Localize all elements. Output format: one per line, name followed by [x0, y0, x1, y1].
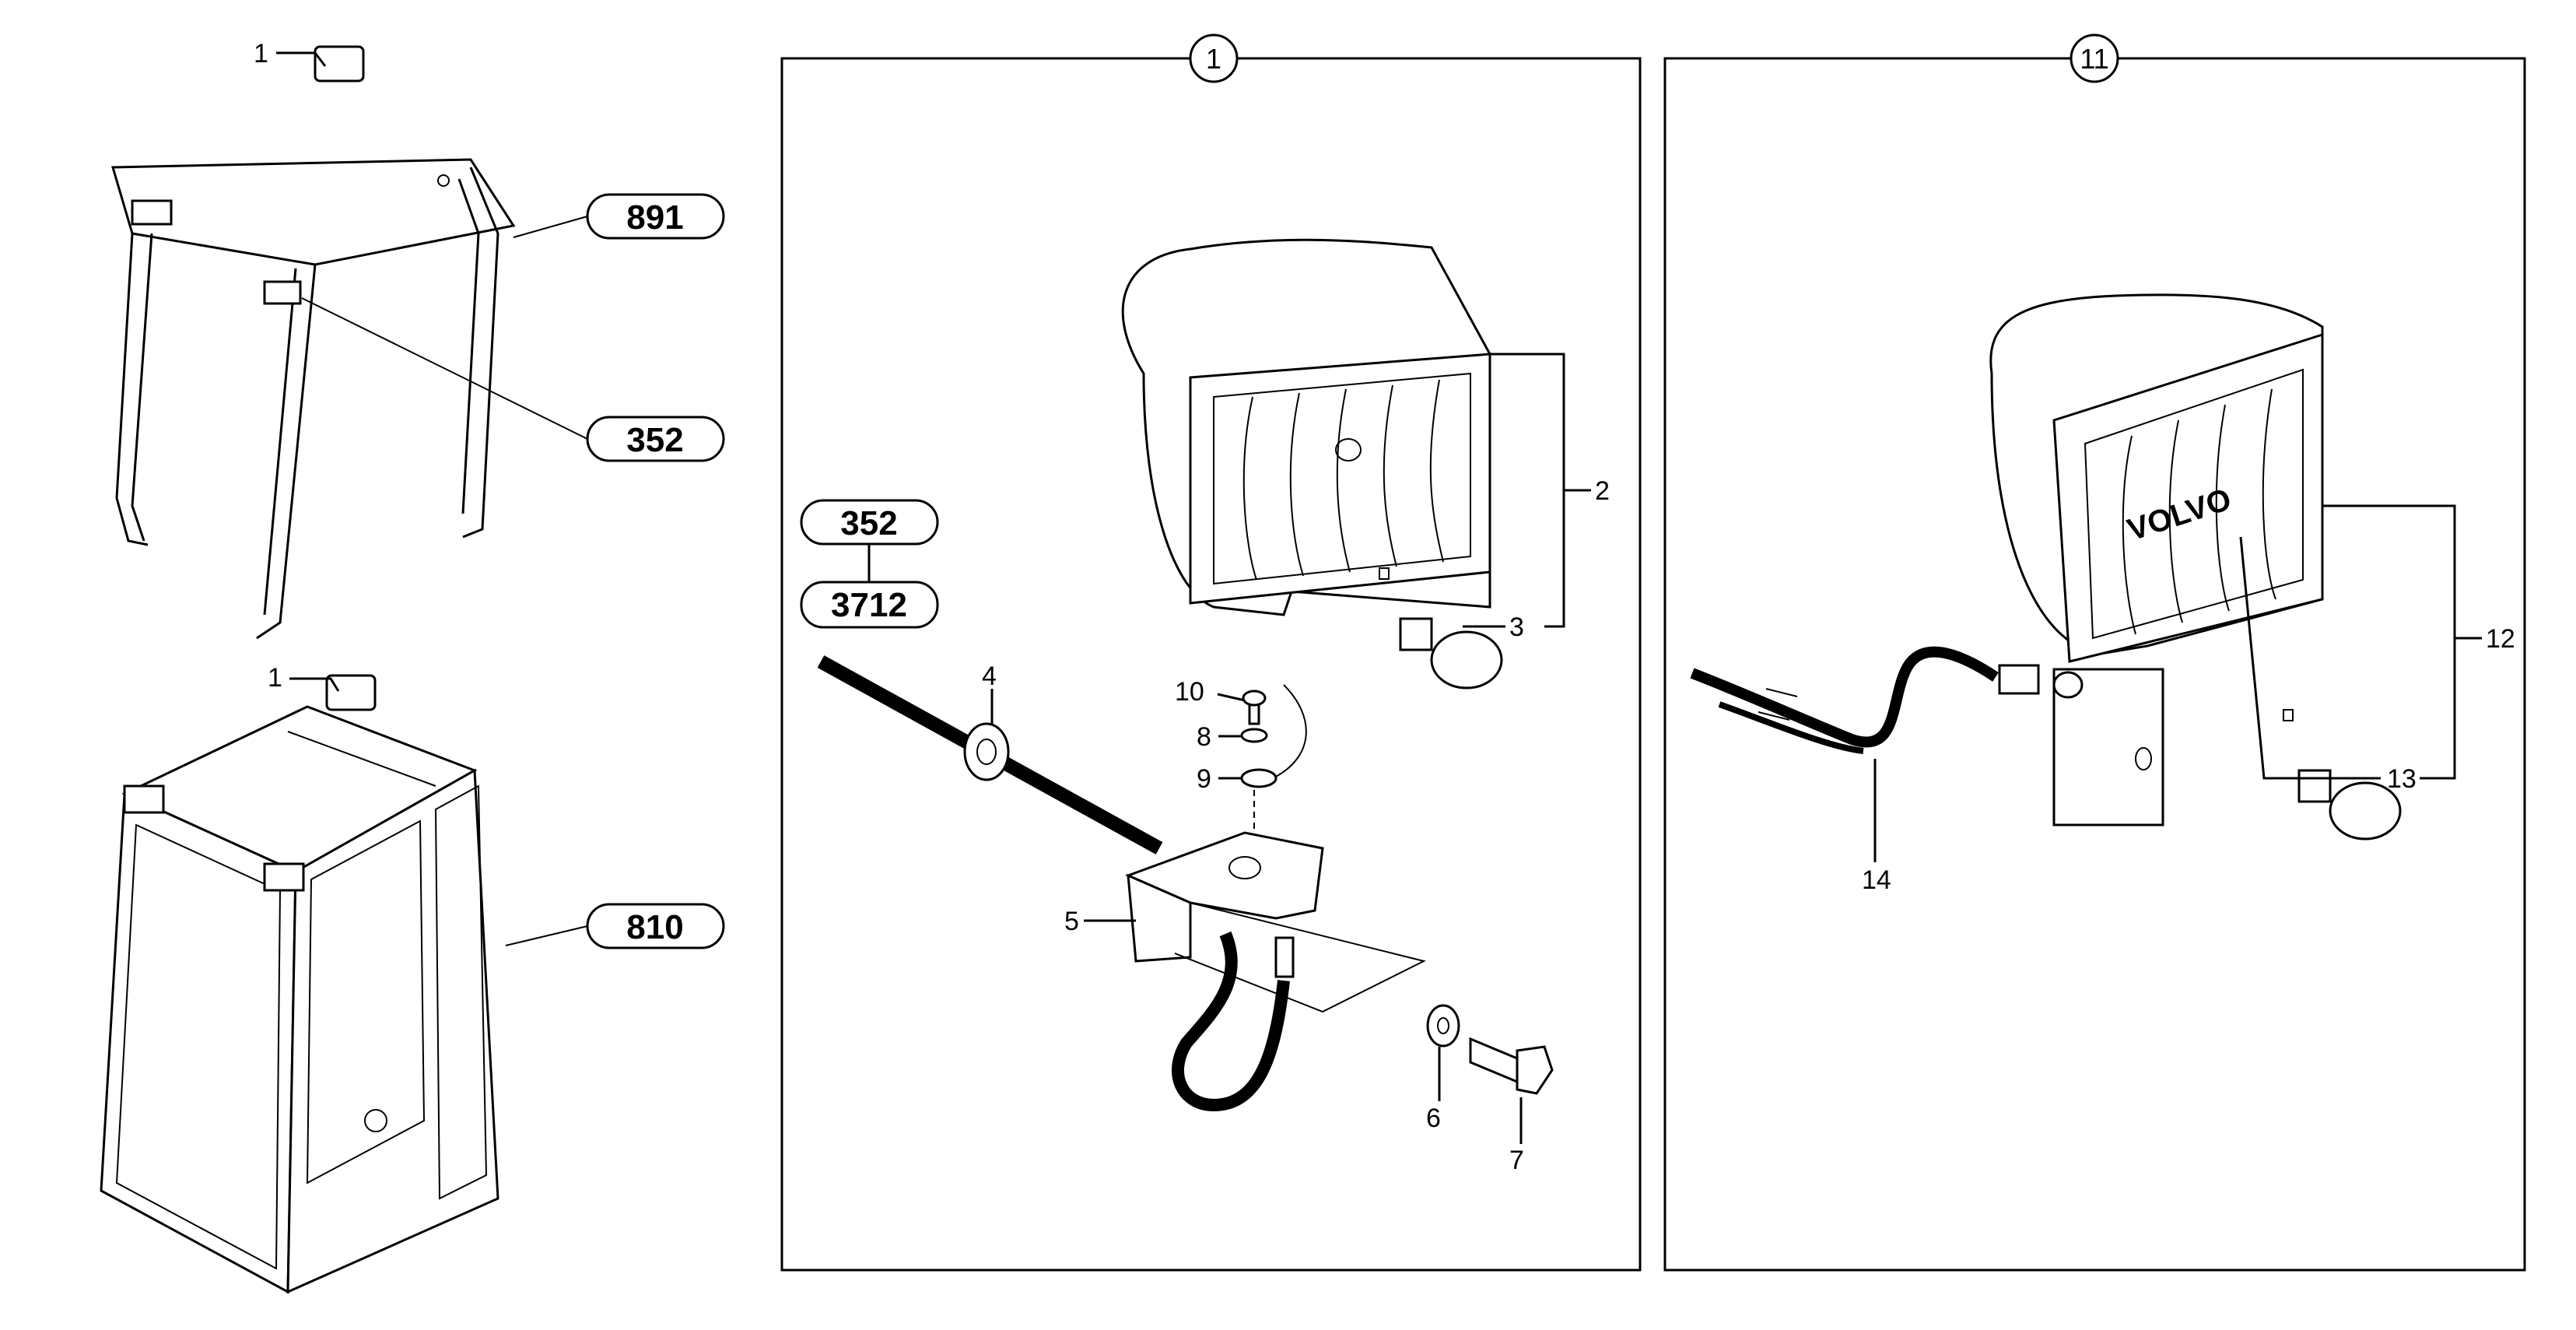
work-light-icon — [123, 784, 165, 814]
callout-7: 7 — [1509, 1146, 1524, 1175]
ref-pill-352-panel1: 352 — [800, 499, 939, 546]
callout-3: 3 — [1509, 612, 1524, 642]
rops-frame — [111, 45, 516, 640]
ref-pill-810: 810 — [586, 903, 725, 949]
callout-12: 12 — [2486, 624, 2515, 654]
ref-pill-3712: 3712 — [800, 581, 939, 629]
callout-13: 13 — [2387, 764, 2417, 794]
callout-1-top: 1 — [254, 39, 268, 68]
washer-icon — [1240, 768, 1277, 788]
svg-text:810: 810 — [626, 908, 683, 946]
callout-14: 14 — [1862, 865, 1891, 895]
panel-number-1: 1 — [1206, 43, 1221, 75]
ref-pill-891: 891 — [586, 193, 725, 240]
left-callouts: 1 1 — [254, 39, 588, 946]
callout-5: 5 — [1064, 907, 1079, 936]
callout-6: 6 — [1426, 1104, 1441, 1133]
work-light-icon — [263, 280, 302, 305]
washer-icon — [1240, 728, 1268, 743]
bracket-icon — [1124, 831, 1426, 1013]
washer-icon — [1426, 1004, 1460, 1048]
callout-1-bottom: 1 — [268, 663, 282, 693]
svg-text:3712: 3712 — [831, 586, 907, 624]
ref-pill-352: 352 — [586, 416, 725, 462]
svg-text:891: 891 — [626, 198, 683, 237]
connector-icon — [1998, 664, 2040, 695]
bolt-icon — [1469, 1037, 1554, 1095]
panel-1: 1 2 3 352 3712 — [780, 33, 1642, 1272]
roof-light-icon — [325, 674, 377, 711]
cab — [100, 674, 499, 1294]
bulb-icon — [2297, 769, 2402, 840]
panel-number-11: 11 — [2080, 43, 2108, 75]
bulb-icon — [1399, 617, 1503, 690]
callout-9: 9 — [1197, 764, 1211, 794]
svg-text:352: 352 — [840, 504, 897, 542]
work-light-icon — [131, 199, 173, 226]
callout-10: 10 — [1175, 677, 1204, 707]
svg-text:352: 352 — [626, 421, 683, 459]
callout-8: 8 — [1197, 722, 1211, 752]
roof-light-icon — [314, 45, 365, 82]
callout-2: 2 — [1595, 476, 1610, 506]
grommet-icon — [963, 722, 1010, 781]
callout-4: 4 — [982, 661, 997, 691]
panel-11: 11 VOLVO 12 13 14 — [1663, 33, 2526, 1272]
lamp-mount-icon — [2052, 668, 2164, 826]
work-light-icon — [263, 862, 305, 892]
